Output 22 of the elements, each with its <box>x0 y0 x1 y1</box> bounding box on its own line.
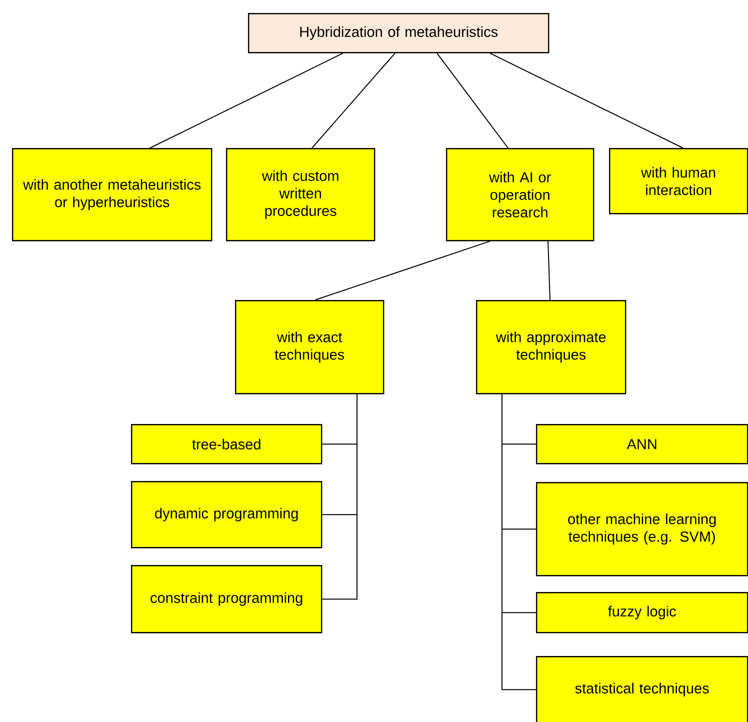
category-box: with AI or operation research <box>446 148 594 242</box>
technique-box: tree-based <box>131 424 322 464</box>
connector-line <box>322 394 358 600</box>
title-box: Hybridization of metaheuristics <box>248 13 550 54</box>
connector-line <box>314 240 490 300</box>
category-box: with exact techniques <box>235 300 384 394</box>
connector-line <box>150 52 344 148</box>
technique-box: constraint programming <box>131 565 322 634</box>
technique-box: ANN <box>536 424 748 464</box>
category-box: with human interaction <box>609 148 748 214</box>
technique-box: other machine learning techniques (e.g. SVM) <box>536 482 748 576</box>
connector-line <box>490 52 684 148</box>
connector-line <box>436 52 508 148</box>
connector-line <box>548 240 550 300</box>
category-box: with another metaheuristics or hyperheuristics <box>12 148 212 242</box>
connector-line <box>502 394 536 690</box>
technique-box: fuzzy logic <box>536 592 748 634</box>
technique-box: dynamic programming <box>131 481 322 548</box>
connector-line <box>312 52 396 148</box>
category-box: with approximate techniques <box>476 300 626 394</box>
category-box: with custom written procedures <box>226 148 376 242</box>
technique-box: statistical techniques <box>536 656 748 722</box>
